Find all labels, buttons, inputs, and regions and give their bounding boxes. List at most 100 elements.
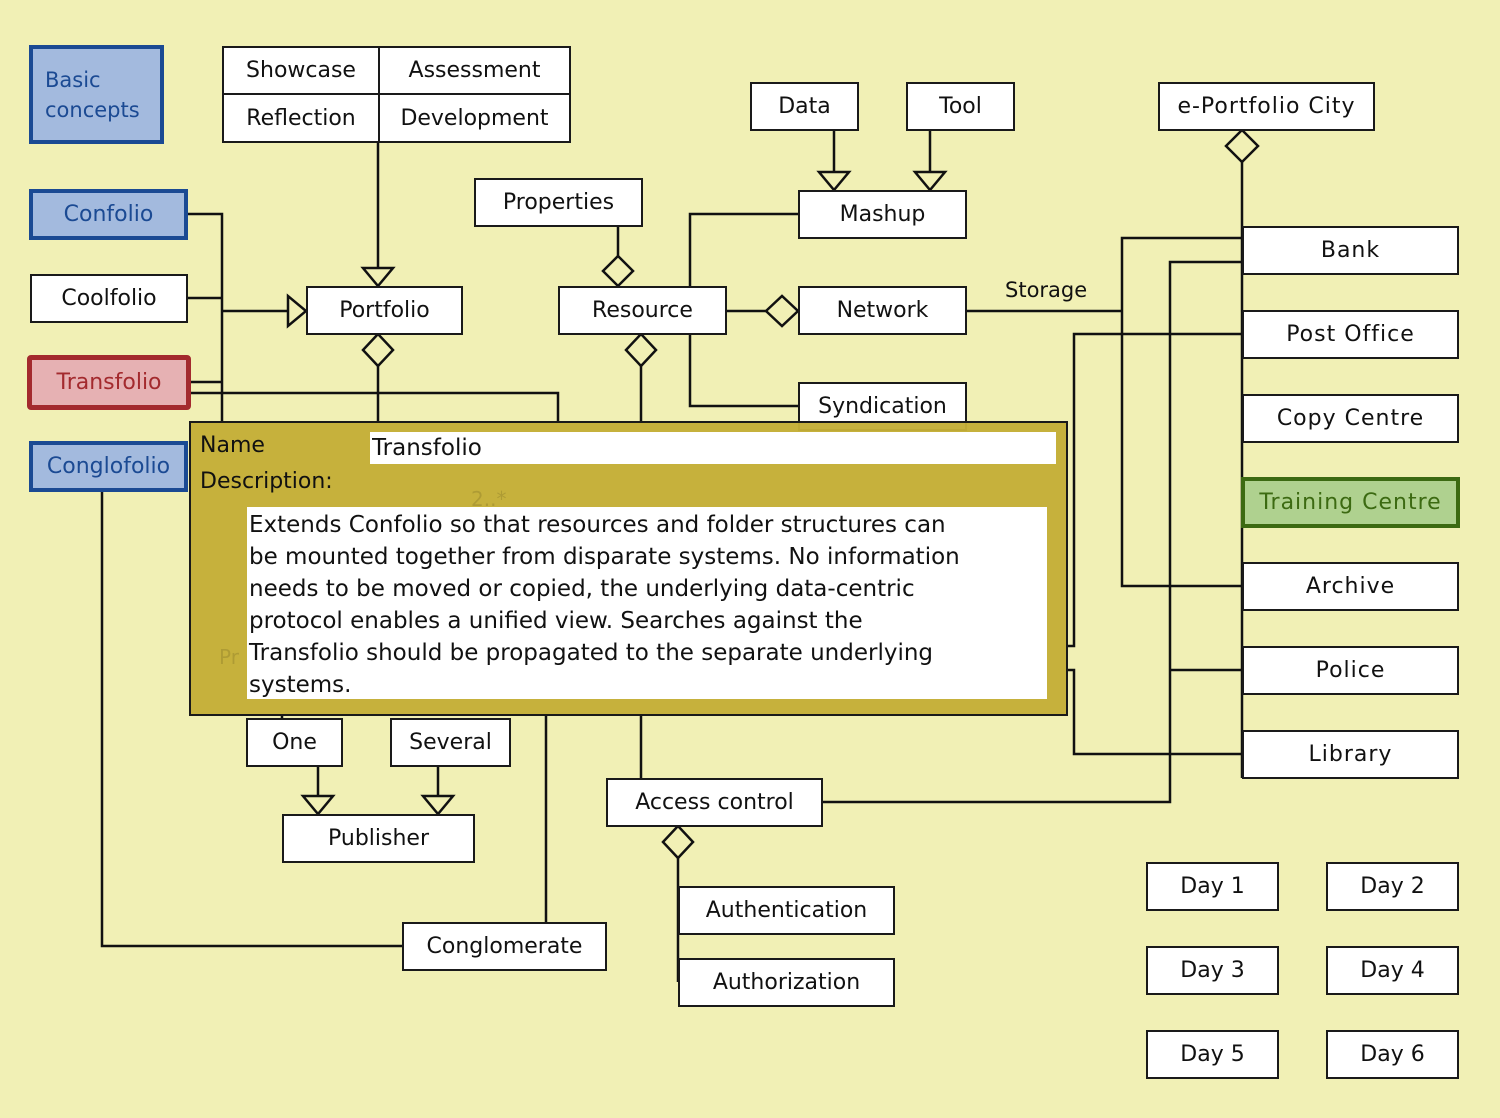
edge-conglofolio-conglomerate (100, 490, 403, 948)
aggregation-diamond (624, 332, 658, 368)
edge-library (1068, 668, 1242, 756)
assessment-label: Assessment (408, 58, 541, 83)
library-node[interactable]: Library (1242, 730, 1459, 779)
day-4-label: Day 4 (1360, 958, 1425, 983)
coolfolio-node[interactable]: Coolfolio (30, 274, 188, 323)
basic-concepts-label: Basic concepts (45, 67, 140, 122)
publisher-node[interactable]: Publisher (282, 814, 475, 863)
confolio-label: Confolio (63, 202, 154, 227)
transfolio-node-selected[interactable]: Transfolio (27, 355, 191, 410)
aggregation-diamond (601, 254, 635, 288)
conglomerate-node[interactable]: Conglomerate (402, 922, 607, 971)
eportfolio-city-node[interactable]: e-Portfolio City (1158, 82, 1375, 131)
edge-resource-mashup (688, 212, 798, 286)
data-node[interactable]: Data (750, 82, 859, 131)
reflection-node[interactable]: Reflection (222, 93, 380, 143)
one-node[interactable]: One (246, 718, 343, 767)
description-field[interactable]: Extends Confolio so that resources and f… (247, 507, 1047, 699)
publisher-label: Publisher (328, 826, 429, 851)
transfolio-label: Transfolio (56, 370, 162, 395)
aggregation-diamond (1224, 128, 1260, 164)
data-label: Data (778, 94, 831, 119)
aggregation-diamond (661, 824, 695, 860)
copy-centre-node[interactable]: Copy Centre (1242, 394, 1459, 443)
authentication-label: Authentication (705, 898, 868, 923)
description-label: Description: (200, 469, 333, 494)
post-office-label: Post Office (1286, 322, 1415, 347)
several-label: Several (409, 730, 492, 755)
day-1-label: Day 1 (1180, 874, 1245, 899)
generalization-arrow (912, 170, 948, 192)
authorization-node[interactable]: Authorization (678, 958, 895, 1007)
showcase-node[interactable]: Showcase (222, 46, 380, 95)
edge-postoffice (1068, 332, 1242, 648)
eportfolio-city-label: e-Portfolio City (1177, 94, 1356, 119)
generalization-arrow (816, 170, 852, 192)
access-control-label: Access control (635, 790, 794, 815)
day-5-label: Day 5 (1180, 1042, 1245, 1067)
edge-resource-syndication (688, 334, 798, 408)
training-centre-label: Training Centre (1259, 490, 1442, 515)
generalization-arrow (286, 293, 308, 329)
coolfolio-label: Coolfolio (61, 286, 157, 311)
day-6-label: Day 6 (1360, 1042, 1425, 1067)
tool-label: Tool (939, 94, 982, 119)
generalization-arrow (420, 794, 456, 816)
conglofolio-node[interactable]: Conglofolio (29, 441, 188, 492)
authorization-label: Authorization (712, 970, 861, 995)
police-node[interactable]: Police (1242, 646, 1459, 695)
bank-node[interactable]: Bank (1242, 226, 1459, 275)
reflection-label: Reflection (246, 105, 356, 131)
development-label: Development (400, 105, 549, 131)
access-control-node[interactable]: Access control (606, 778, 823, 827)
network-label: Network (836, 298, 929, 323)
day-3-label: Day 3 (1180, 958, 1245, 983)
portfolio-node[interactable]: Portfolio (306, 286, 463, 335)
properties-label: Properties (502, 190, 615, 215)
showcase-label: Showcase (246, 58, 356, 83)
post-office-node[interactable]: Post Office (1242, 310, 1459, 359)
conglofolio-label: Conglofolio (46, 454, 171, 479)
authentication-node[interactable]: Authentication (678, 886, 895, 935)
day-1-button[interactable]: Day 1 (1146, 862, 1279, 911)
basic-concepts-node[interactable]: Basic concepts (29, 45, 164, 144)
storage-edge-label: Storage (1005, 278, 1088, 302)
generalization-arrow (360, 266, 396, 288)
aggregation-diamond (361, 332, 395, 368)
syndication-label: Syndication (818, 394, 947, 419)
day-2-button[interactable]: Day 2 (1326, 862, 1459, 911)
generalization-arrow (300, 794, 336, 816)
archive-label: Archive (1305, 574, 1396, 599)
resource-label: Resource (592, 298, 693, 323)
bank-label: Bank (1320, 238, 1381, 263)
day-3-button[interactable]: Day 3 (1146, 946, 1279, 995)
day-2-label: Day 2 (1360, 874, 1425, 899)
properties-node[interactable]: Properties (474, 178, 643, 227)
mashup-node[interactable]: Mashup (798, 190, 967, 239)
one-label: One (272, 730, 317, 755)
day-6-button[interactable]: Day 6 (1326, 1030, 1459, 1079)
name-label: Name (200, 433, 265, 458)
tool-node[interactable]: Tool (906, 82, 1015, 131)
police-label: Police (1315, 658, 1386, 683)
resource-node[interactable]: Resource (558, 286, 727, 335)
day-5-button[interactable]: Day 5 (1146, 1030, 1279, 1079)
assessment-node[interactable]: Assessment (378, 46, 571, 95)
edge-confolio (188, 212, 224, 422)
archive-node[interactable]: Archive (1242, 562, 1459, 611)
edge-bank-police (822, 260, 1242, 804)
several-node[interactable]: Several (390, 718, 511, 767)
network-node[interactable]: Network (798, 286, 967, 335)
edge-bank-archive (1120, 236, 1242, 588)
edge-transfolio-b (190, 391, 560, 422)
mashup-label: Mashup (839, 202, 926, 227)
portfolio-label: Portfolio (339, 298, 430, 323)
ghost-pr-label: Pr (219, 645, 239, 669)
day-4-button[interactable]: Day 4 (1326, 946, 1459, 995)
development-node[interactable]: Development (378, 93, 571, 143)
concept-info-popup: 2..* Pr Name Description: Extends Confol… (189, 421, 1068, 716)
name-field[interactable] (370, 432, 1056, 464)
confolio-node[interactable]: Confolio (29, 189, 188, 240)
training-centre-node[interactable]: Training Centre (1241, 477, 1460, 528)
